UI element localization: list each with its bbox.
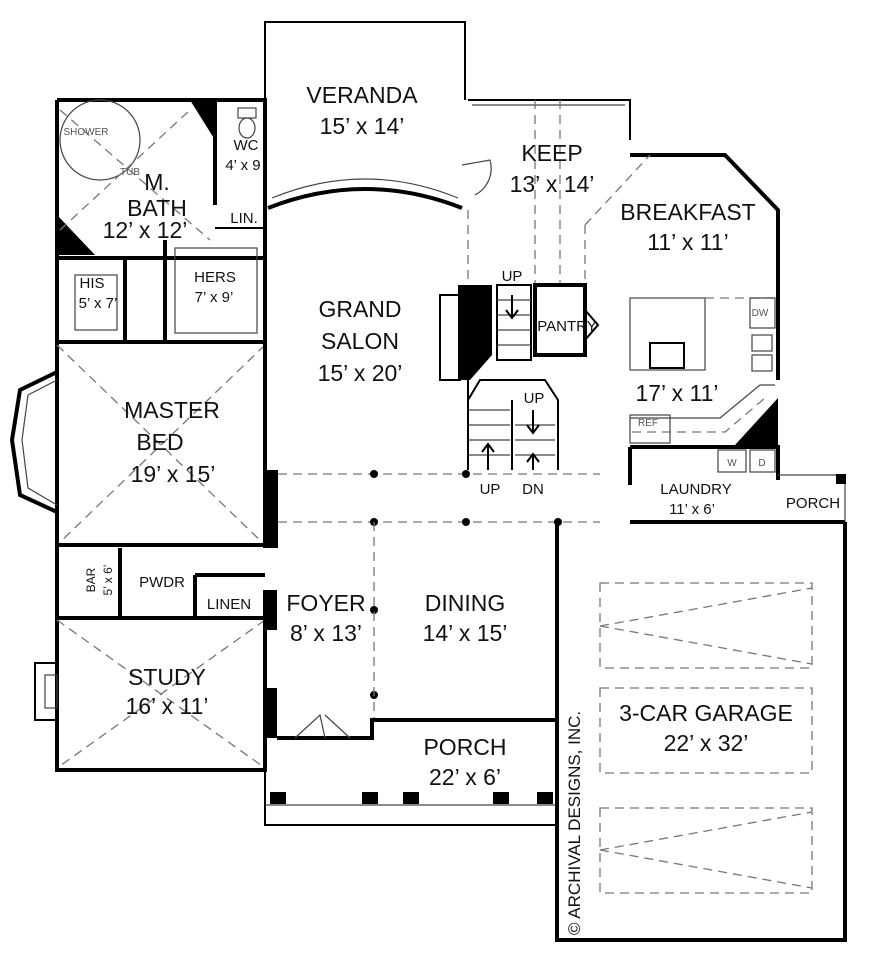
grand-salon-label-2: SALON — [321, 328, 399, 354]
shower-label: SHOWER — [64, 127, 109, 138]
bar-label: BAR — [84, 567, 98, 592]
master-bed: MASTER BED 19’ x 15’ — [9, 344, 267, 546]
dining-size: 14’ x 15’ — [423, 620, 508, 646]
garage: 3-CAR GARAGE 22’ x 32’ © ARCHIVAL DESIGN… — [555, 522, 847, 942]
dryer-label: D — [758, 458, 765, 469]
wc-label: WC — [234, 137, 259, 154]
veranda-label: VERANDA — [306, 82, 418, 108]
dining-label: DINING — [425, 590, 506, 616]
breakfast-size: 11’ x 11’ — [647, 229, 728, 255]
front-porch: PORCH 22’ x 6’ — [264, 734, 555, 826]
hers-label: HERS — [194, 269, 236, 286]
lin-label: LIN. — [230, 210, 258, 227]
m-bath-size: 12’ x 12’ — [103, 217, 188, 243]
foyer-dining: FOYER 8’ x 13’ DINING 14’ x 15’ — [263, 522, 559, 740]
laundry: W D LAUNDRY 11’ x 6’ PORCH — [628, 445, 846, 524]
study-size: 16’ x 11’ — [125, 693, 208, 719]
keep-breakfast: KEEP 13’ x 14’ BREAKFAST 11’ x 11’ — [461, 99, 780, 380]
study: STUDY 16’ x 11’ — [34, 618, 277, 772]
copyright-text: © ARCHIVAL DESIGNS, INC. — [565, 711, 584, 935]
powder-room-label: PWDR — [139, 574, 185, 591]
foyer-size: 8’ x 13’ — [290, 620, 362, 646]
veranda: VERANDA 15’ x 14’ — [264, 21, 466, 210]
tub-label: TUB — [120, 167, 140, 178]
dishwasher-label: DW — [752, 308, 769, 319]
his-size: 5’ x 7’ — [79, 295, 118, 312]
wc-size: 4’ x 9 — [225, 157, 260, 174]
side-porch-label: PORCH — [786, 495, 840, 512]
kitchen: DW REF 17’ x 11’ — [629, 297, 778, 445]
grand-salon: GRAND SALON 15’ x 20’ — [263, 294, 600, 699]
washer-label: W — [727, 458, 737, 469]
master-bed-size: 19’ x 15’ — [131, 461, 216, 487]
hers-size: 7’ x 9’ — [195, 289, 234, 306]
stairs: UP UP UP DN PANTRY — [458, 268, 600, 498]
study-label: STUDY — [128, 664, 206, 690]
grand-salon-size: 15’ x 20’ — [318, 360, 403, 386]
front-porch-label: PORCH — [423, 734, 506, 760]
m-bath-label-2: BATH — [127, 195, 187, 221]
stairs-up-label: UP — [524, 390, 545, 407]
veranda-size: 15’ x 14’ — [320, 113, 405, 139]
grand-salon-label-1: GRAND — [318, 296, 401, 322]
columns — [370, 470, 562, 699]
garage-label: 3-CAR GARAGE — [619, 700, 793, 726]
kitchen-size: 17’ x 11’ — [635, 380, 718, 406]
m-bath-label-1: M. — [144, 169, 170, 195]
refrigerator-label: REF — [638, 418, 658, 429]
his-label: HIS — [79, 275, 104, 292]
laundry-label: LAUNDRY — [660, 481, 731, 498]
front-porch-size: 22’ x 6’ — [429, 764, 501, 790]
stairs-up-label: UP — [502, 268, 523, 285]
stairs-down-label: DN — [522, 481, 544, 498]
stairs-up-label: UP — [480, 481, 501, 498]
pantry-label: PANTRY — [537, 318, 596, 335]
linen-label: LINEN — [207, 596, 251, 613]
master-bed-label-2: BED — [136, 429, 183, 455]
breakfast-label: BREAKFAST — [620, 199, 755, 225]
master-bed-label-1: MASTER — [124, 397, 220, 423]
keep-size: 13’ x 14’ — [510, 171, 595, 197]
bar-size: 5’ x 6’ — [101, 565, 115, 596]
laundry-size: 11’ x 6’ — [669, 501, 715, 518]
foyer-label: FOYER — [286, 590, 365, 616]
bar-powder-linen: BAR 5’ x 6’ PWDR LINEN — [55, 543, 265, 620]
keep-label: KEEP — [521, 140, 582, 166]
garage-size: 22’ x 32’ — [664, 730, 749, 756]
master-bath-suite: SHOWER TUB M. BATH 12’ x 12’ WC 4’ x 9 L… — [55, 98, 267, 545]
